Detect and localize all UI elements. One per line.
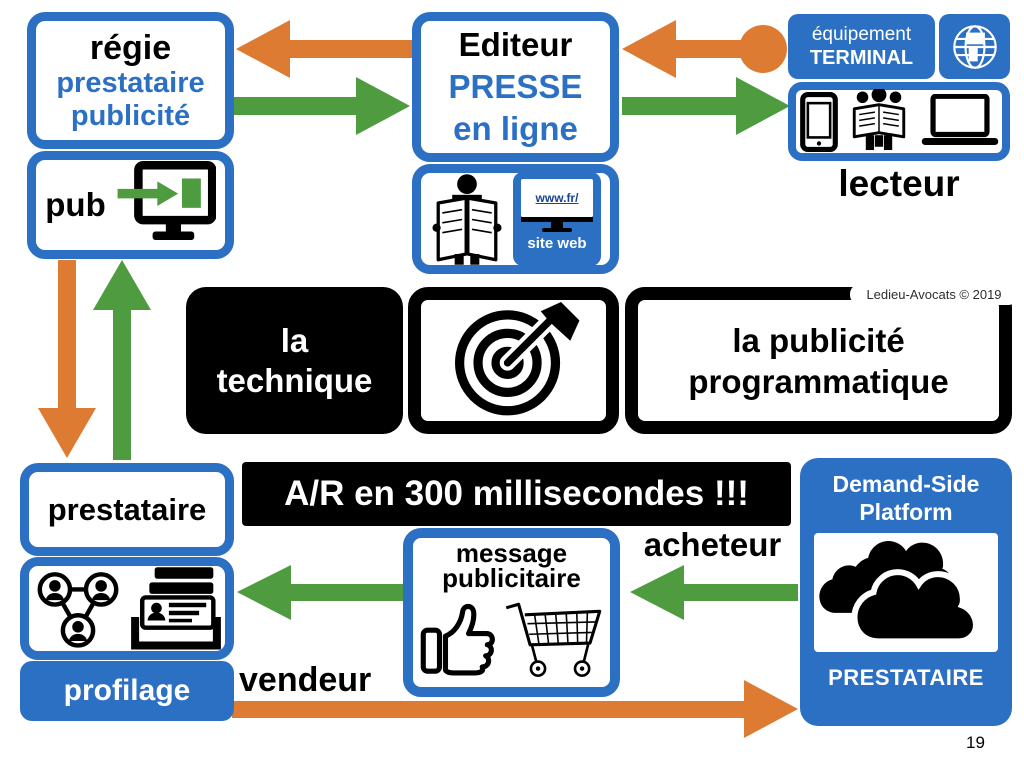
newspaper-reader-icon [432, 173, 502, 265]
regie-subtitle-1: prestataire [56, 66, 205, 99]
equipement-terminal-box: équipement TERMINAL [788, 14, 935, 79]
arrow-editeur-to-lecteur [622, 77, 790, 135]
pub-label: pub [45, 186, 106, 223]
site-web-box: www.fr/ site web [513, 172, 601, 266]
equipement-line1: équipement [811, 24, 912, 45]
monitor-base [542, 228, 572, 232]
technique-box: la technique [186, 287, 403, 434]
laptop-icon [921, 94, 998, 145]
target-dart-icon [454, 301, 579, 415]
programmatique-box: la publicité programmatique [625, 287, 1012, 434]
arrow-dsp-to-message [630, 565, 798, 620]
regie-box: régie prestataire publicité [27, 12, 234, 149]
prestataire-box: prestataire [20, 463, 234, 556]
ar-banner: A/R en 300 millisecondes !!! [242, 462, 791, 526]
readers-group-icon [852, 88, 906, 150]
thumbs-up-icon [420, 603, 495, 676]
regie-subtitle-2: publicité [70, 99, 191, 132]
arrow-editeur-to-regie [236, 20, 412, 78]
editeur-subtitle-1: PRESSE [448, 68, 583, 105]
editeur-title: Editeur [458, 26, 573, 63]
arrow-terminal-to-editeur [622, 20, 757, 78]
dsp-box: Demand-Side Platform PRESTATAIRE [800, 458, 1012, 726]
message-line2: publicitaire [442, 563, 581, 593]
technique-line2: technique [216, 361, 373, 399]
shopping-cart-icon [505, 602, 601, 677]
arrow-prestataire-to-pub [93, 260, 151, 460]
pub-box: pub [27, 151, 234, 259]
clouds-icon [819, 540, 979, 644]
programmatique-line1: la publicité [732, 321, 905, 359]
programmatique-line2: programmatique [688, 362, 949, 400]
technique-line1: la [280, 321, 309, 359]
monitor-bar [521, 217, 593, 222]
dsp-footer: PRESTATAIRE [828, 665, 984, 690]
profilage-box: profilage [20, 661, 234, 721]
arrow-regie-to-editeur [234, 77, 410, 135]
ar-label: A/R en 300 millisecondes !!! [284, 474, 749, 513]
arrow-message-to-profilage [237, 565, 404, 620]
site-web-label: site web [527, 235, 587, 252]
lecteur-devices-box [788, 82, 1010, 161]
vendeur-label: vendeur [239, 661, 372, 699]
smartphone-icon [799, 91, 838, 152]
editeur-subtitle-2: en ligne [453, 110, 578, 147]
lecteur-label: lecteur [838, 163, 960, 204]
dsp-title: Demand-Side Platform [833, 470, 980, 526]
equipement-line2: TERMINAL [809, 47, 914, 69]
dsp-title-line2: Platform [859, 499, 953, 525]
page-number: 19 [966, 733, 985, 752]
monitor-ad-icon [117, 161, 216, 241]
editeur-icons-box: www.fr/ site web [412, 164, 619, 274]
acheteur-label: acheteur [643, 526, 782, 563]
target-box [408, 287, 619, 434]
dsp-title-line1: Demand-Side [832, 471, 980, 497]
website-url: www.fr/ [535, 191, 579, 205]
arrow-pub-to-prestataire [38, 260, 96, 458]
globe-devices-icon [952, 24, 997, 69]
arrow-terminal-origin-dot [739, 25, 787, 73]
regie-title: régie [89, 28, 172, 67]
editeur-box: Editeur PRESSE en ligne [412, 12, 619, 162]
profilage-icons-box [20, 557, 234, 660]
dsp-cloud-panel [814, 533, 998, 652]
message-box: message publicitaire [403, 528, 620, 697]
message-icons [419, 593, 605, 679]
prestataire-label: prestataire [47, 491, 207, 527]
contact-cards-icon [130, 566, 221, 649]
copyright-label: Ledieu-Avocats © 2019 [850, 284, 1018, 305]
social-network-icon [37, 571, 119, 648]
globe-box [939, 14, 1010, 79]
profilage-label: profilage [63, 674, 191, 707]
monitor-stand [551, 222, 563, 228]
website-monitor-icon: www.fr/ [521, 179, 593, 217]
message-line1: message [455, 538, 568, 568]
